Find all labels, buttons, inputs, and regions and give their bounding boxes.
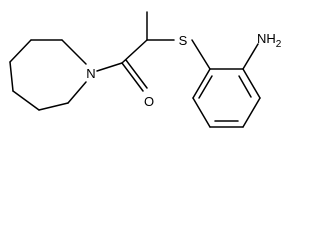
amino-subscript-2: 2 bbox=[276, 39, 282, 50]
sulfur-label: S bbox=[179, 33, 188, 48]
carbonyl-double-bond-inner bbox=[125, 59, 148, 89]
ring-bond-c4-c5 bbox=[9, 61, 14, 92]
benzene-inner-double-3 bbox=[198, 75, 213, 99]
azepane-ring bbox=[9, 39, 87, 111]
benzene-bond-6 bbox=[192, 68, 211, 99]
benzene-bond-2 bbox=[242, 68, 261, 99]
benzene-bond-3 bbox=[242, 97, 261, 128]
bond-carbonyl-alpha-carbon bbox=[121, 39, 148, 64]
benzene-ring bbox=[192, 68, 261, 128]
benzene-inner-double-1 bbox=[238, 75, 252, 98]
bond-n-carbonyl-carbon bbox=[96, 62, 123, 72]
carbonyl-oxygen-label: O bbox=[144, 94, 154, 109]
amino-group-label: NH2 bbox=[257, 31, 282, 50]
bond-sulfur-aryl bbox=[191, 39, 211, 70]
amino-nh-text: NH bbox=[257, 31, 276, 46]
propanoyl-chain bbox=[96, 11, 175, 92]
ring-bond-c3-c4 bbox=[9, 39, 32, 63]
chemical-structure-diagram: N O S NH2 bbox=[9, 11, 282, 128]
ring-bond-n-c2 bbox=[61, 39, 87, 65]
carbonyl-double-bond-outer bbox=[121, 62, 144, 92]
ring-bond-c5-c6 bbox=[12, 90, 40, 111]
bond-aryl-amino bbox=[242, 43, 259, 70]
benzene-bond-5 bbox=[192, 97, 211, 128]
ring-bond-c7-n bbox=[67, 81, 87, 104]
amine-nitrogen-label: N bbox=[86, 66, 95, 81]
ring-bond-c6-c7 bbox=[38, 102, 69, 111]
